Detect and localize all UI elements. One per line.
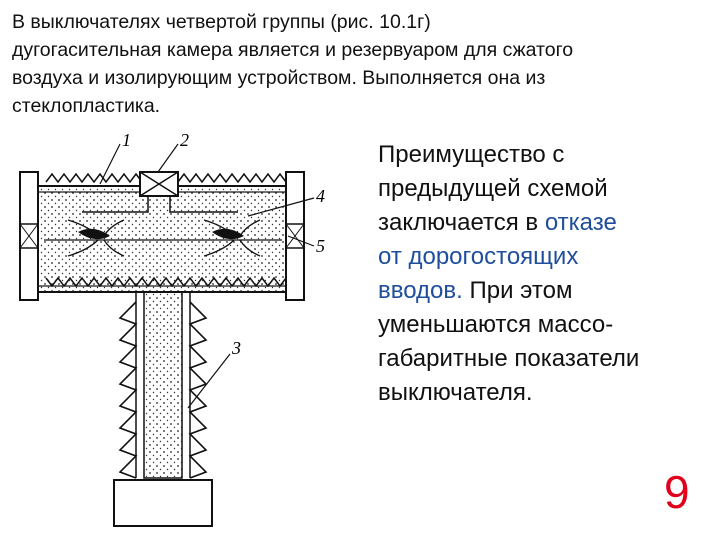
chamber-body (31, 185, 295, 293)
figure-label-1: 1 (122, 130, 131, 150)
side-line: от дорогостоящих (378, 240, 708, 274)
breaker-diagram: 1 2 4 5 3 (19, 130, 325, 527)
side-line: Преимущество с (378, 141, 565, 168)
side-line: выключателя. (378, 379, 533, 406)
highlight-text: от дорогостоящих (378, 243, 579, 270)
insulator-core (143, 291, 183, 479)
page-number: 9 (664, 466, 690, 518)
side-line: габаритные показатели (378, 345, 640, 372)
figure-label-2: 2 (180, 130, 189, 150)
right-arc (212, 228, 244, 240)
figure-label-4: 4 (316, 186, 325, 206)
figure-label-3: 3 (231, 338, 241, 358)
intro-line: воздуха и изолирующим устройством. Выпол… (12, 67, 546, 89)
figure-label-5: 5 (316, 236, 325, 256)
insulator-right-sheds (188, 301, 208, 479)
intro-line: дугогасительная камера является и резерв… (12, 39, 574, 61)
intro-line: стеклопластика. (12, 95, 161, 117)
highlight-text: отказе (544, 209, 617, 236)
side-line: заключается в отказе (378, 206, 708, 240)
intro-paragraph: В выключателях четвертой группы (рис. 10… (12, 8, 712, 120)
highlight-text: вводов. (378, 277, 463, 304)
side-line: предыдущей схемой (378, 175, 608, 202)
side-text-plain: При этом (462, 277, 573, 304)
insulator-left-sheds (118, 301, 138, 479)
side-line: уменьшаются массо- (378, 311, 614, 338)
base-support (113, 479, 213, 527)
side-text-plain: заключается в (378, 209, 545, 236)
intro-line: В выключателях четвертой группы (рис. 10… (12, 11, 431, 33)
advantage-paragraph: Преимущество с предыдущей схемой заключа… (378, 138, 708, 410)
left-arc (78, 228, 110, 240)
side-line: вводов. При этом (378, 274, 708, 308)
